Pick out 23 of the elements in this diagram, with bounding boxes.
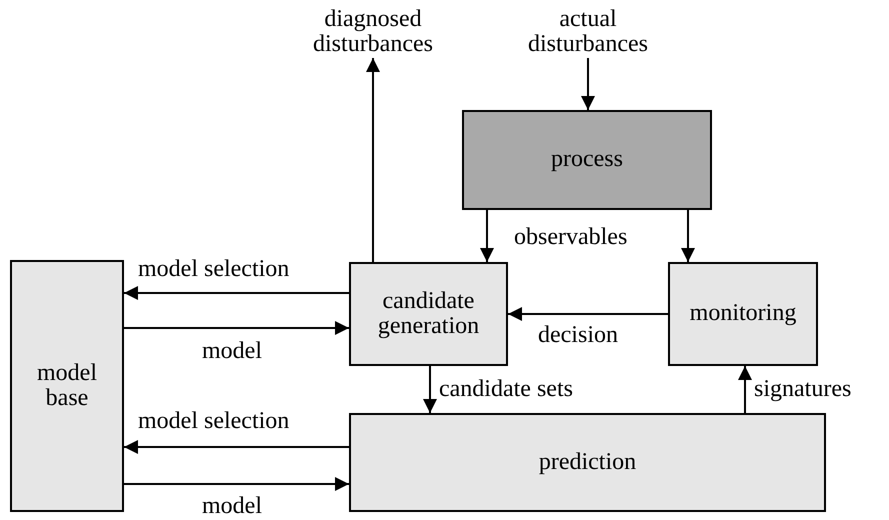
arrow [124,286,349,300]
arrow [124,440,349,454]
box-text: model base [36,360,98,412]
arrow [480,210,494,262]
process-box [349,413,826,512]
arrow [508,307,668,321]
model-base-box [10,260,124,512]
arrow [366,58,380,262]
output-label: diagnosed disturbances [293,6,453,58]
input-label: actual disturbances [508,6,668,58]
arrow [681,210,695,262]
process-box [668,262,818,366]
box-text: candidate generation [376,288,480,340]
arrow [581,58,595,110]
arrow [423,366,437,413]
arrow [124,321,349,335]
process-box [349,262,508,366]
arrow [124,477,349,491]
box-text: prediction [538,450,636,476]
box-text: monitoring [690,301,796,327]
arrow [738,366,752,413]
process-box [462,110,712,210]
box-text: process [551,147,623,173]
